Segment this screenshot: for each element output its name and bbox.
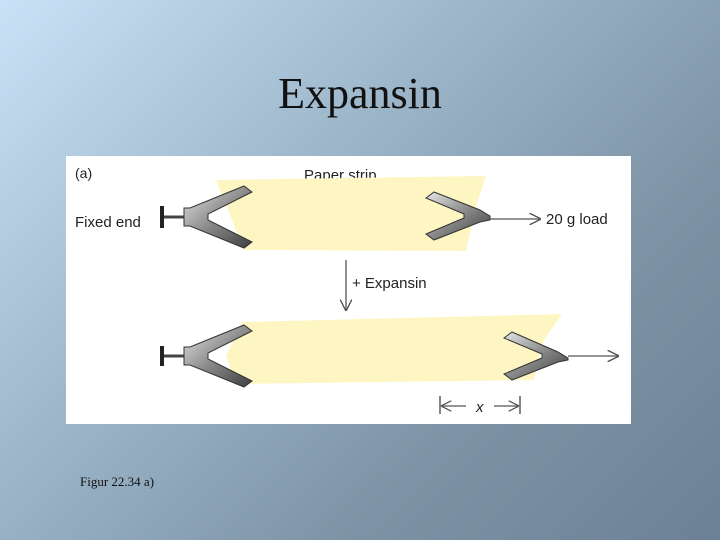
fixed-end-bar-bottom — [160, 346, 164, 366]
load-label: 20 g load — [546, 211, 608, 228]
panel-label: (a) — [75, 165, 92, 181]
extension-dimension — [439, 396, 521, 414]
expansin-figure: (a) Paper strip Fixed end 20 g load + Ex… — [66, 156, 631, 424]
paper-strip-bottom — [226, 314, 562, 384]
bottom-assembly — [160, 314, 618, 388]
left-clamp-top — [183, 185, 253, 249]
fixed-end-label: Fixed end — [75, 214, 141, 231]
slide-title: Expansin — [278, 69, 442, 118]
top-assembly — [160, 176, 540, 251]
right-clamp-bottom — [503, 331, 569, 381]
paper-strip-top — [216, 176, 486, 251]
left-clamp-bottom — [183, 324, 253, 388]
fixed-end-bar-top — [160, 206, 164, 228]
expansin-diagram: (a) Paper strip Fixed end 20 g load + Ex… — [75, 165, 631, 416]
treatment-label: + Expansin — [352, 275, 427, 292]
figure-caption: Figur 22.34 a) — [80, 474, 155, 489]
right-clamp-top — [425, 191, 491, 241]
extension-label: x — [475, 399, 484, 416]
